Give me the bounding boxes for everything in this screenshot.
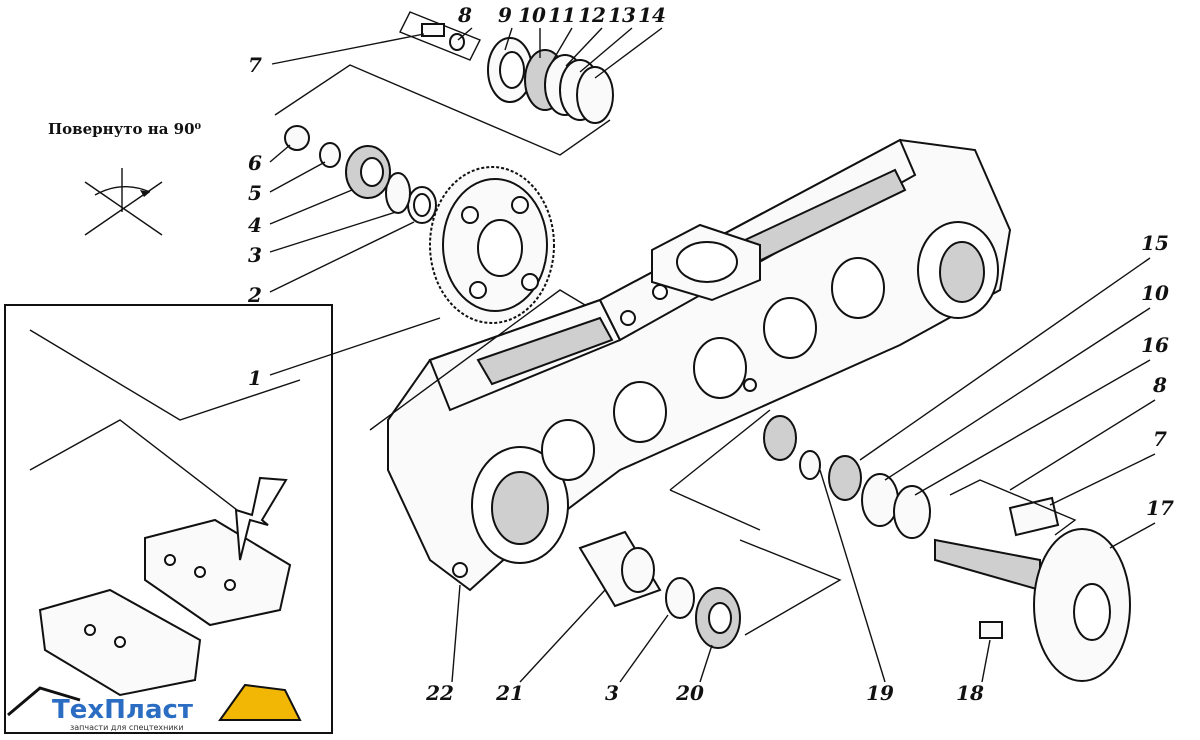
callout-leader [594, 27, 663, 79]
bottom-bearing-group [578, 530, 741, 649]
top-seal-group [399, 11, 614, 124]
callout-leader [1009, 399, 1156, 491]
assembly-guide-lines [274, 64, 1077, 636]
callout-number: 10 [1141, 281, 1169, 305]
callout-number: 13 [608, 3, 636, 27]
callout-leader [981, 639, 991, 683]
callout-leader [579, 27, 633, 73]
callout-number: 14 [638, 3, 666, 27]
callout-number: 8 [457, 3, 472, 27]
location-inset [4, 304, 333, 734]
callout-leader [269, 211, 397, 253]
callout-number: 11 [548, 3, 576, 27]
callout-leader [1049, 453, 1156, 506]
callout-number: 18 [956, 681, 984, 705]
callout-number: 7 [1153, 427, 1167, 451]
callout-leader [457, 27, 473, 41]
callout-number: 16 [1141, 333, 1169, 357]
callout-number: 4 [248, 213, 262, 237]
callout-leader [519, 589, 606, 683]
callout-leader [859, 257, 1151, 461]
callout-number: 1 [248, 366, 262, 390]
callout-number: 19 [866, 681, 894, 705]
callout-number: 8 [1152, 373, 1167, 397]
brand-name: ТехПласт [52, 695, 193, 725]
callout-leader [271, 33, 425, 65]
left-bearing-group [284, 125, 437, 224]
callout-number: 20 [675, 681, 704, 705]
callout-leader [269, 317, 441, 376]
callout-leader [1109, 522, 1156, 549]
callout-leader [884, 307, 1151, 481]
callout-leader [699, 644, 713, 683]
callout-number: 12 [578, 3, 606, 27]
callout-number: 21 [495, 681, 524, 705]
callout-leader [551, 27, 573, 63]
callout-number: 3 [605, 681, 619, 705]
callout-number: 10 [518, 3, 546, 27]
rotation-symbol [84, 168, 163, 236]
callout-leader [914, 359, 1151, 496]
brand-logo: ТехПласт запчасти для спецтехники [7, 683, 302, 732]
callout-number: 17 [1146, 496, 1174, 520]
callout-leader [451, 584, 461, 683]
callout-leader [504, 27, 513, 51]
rotation-caption: Повернуто на 90⁰ [48, 120, 202, 138]
brand-tagline: запчасти для спецтехники [70, 723, 184, 732]
callout-number: 5 [248, 181, 262, 205]
callout-number: 15 [1141, 231, 1169, 255]
callout-leader [619, 614, 669, 683]
callout-number: 9 [498, 3, 512, 27]
location-arrow-icon [234, 476, 288, 561]
callout-number: 2 [247, 283, 262, 307]
callout-number: 6 [248, 151, 262, 175]
final-drive-housing [387, 138, 1012, 592]
callout-leader [269, 221, 415, 293]
callout-leader [565, 27, 603, 67]
driven-gear [429, 166, 555, 324]
callout-number: 3 [248, 243, 262, 267]
callout-leader [269, 144, 291, 163]
callout-number: 22 [425, 681, 454, 705]
callout-leader [819, 469, 886, 683]
callout-leader [269, 189, 353, 225]
callout-number: 7 [248, 53, 262, 77]
right-output-group [763, 415, 1131, 682]
callout-leader [269, 161, 326, 193]
